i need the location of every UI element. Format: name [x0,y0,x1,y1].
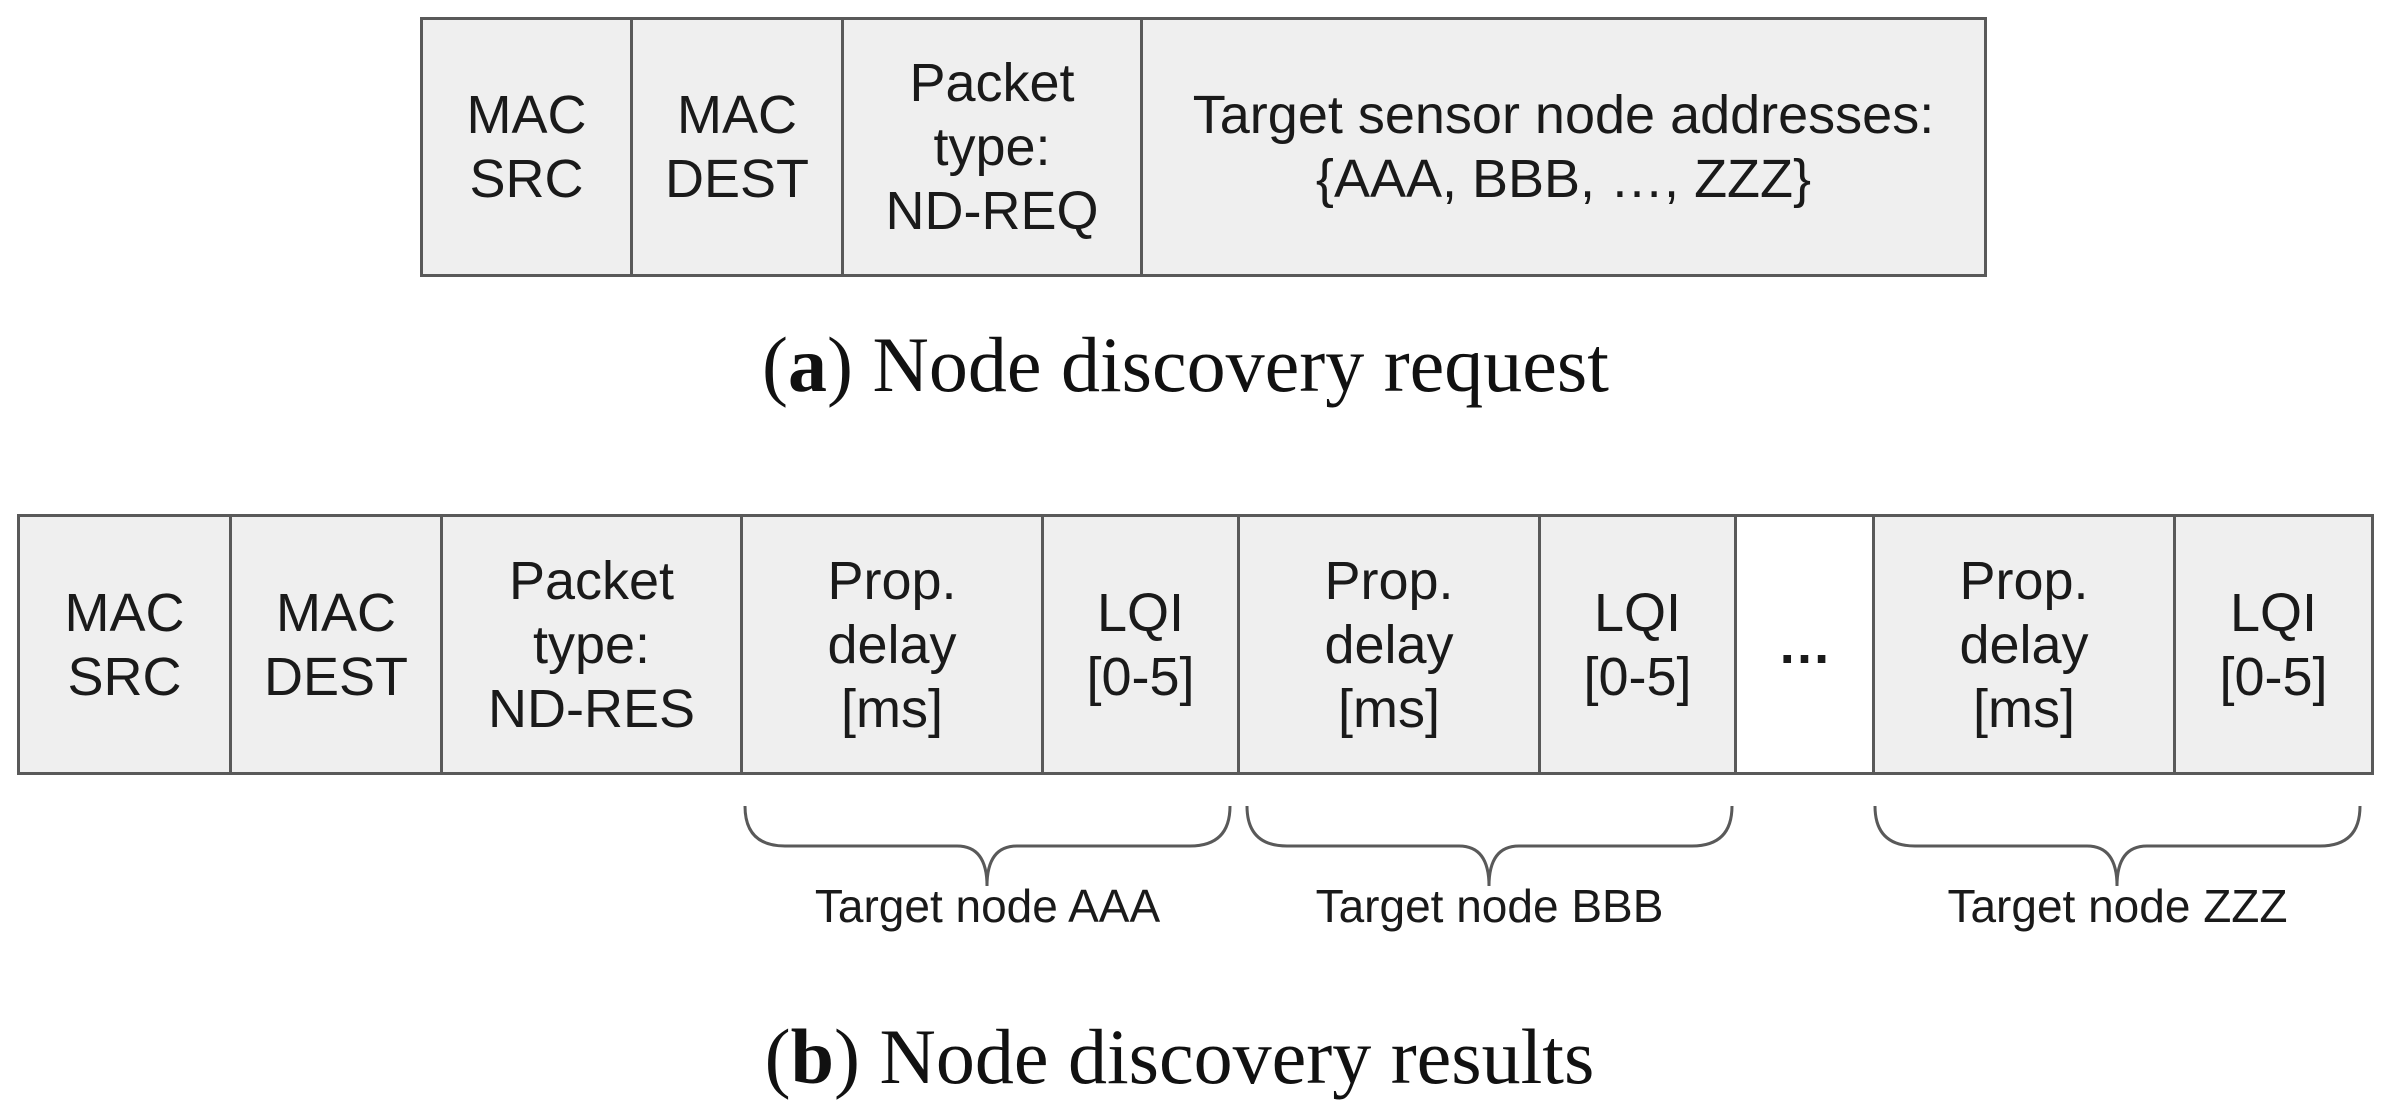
field-mac-src: MAC SRC [20,517,232,772]
caption-results-letter: b [790,1013,835,1100]
nd-request-frame: MAC SRC MAC DEST Packet type: ND-REQ Tar… [420,17,1987,277]
brace-target-zzz [1873,800,2362,895]
field-lqi-zzz: LQI [0-5] [2176,517,2371,772]
field-mac-src: MAC SRC [423,20,633,274]
field-lqi-bbb: LQI [0-5] [1541,517,1737,772]
nd-results-frame: MAC SRC MAC DEST Packet type: ND-RES Pro… [17,514,2374,775]
field-mac-dest: MAC DEST [232,517,443,772]
field-ellipsis: … [1737,517,1875,772]
field-packet-type: Packet type: ND-REQ [844,20,1143,274]
caption-request: (a) Node discovery request [762,321,1609,408]
caption-results-text: Node discovery results [879,1013,1595,1100]
caption-request-text: Node discovery request [872,321,1609,408]
caption-results: (b) Node discovery results [764,1013,1595,1100]
field-packet-type: Packet type: ND-RES [443,517,743,772]
field-mac-dest: MAC DEST [633,20,844,274]
field-prop-delay-zzz: Prop. delay [ms] [1875,517,2176,772]
brace-target-bbb [1245,800,1734,895]
field-lqi-aaa: LQI [0-5] [1044,517,1240,772]
label-target-zzz: Target node ZZZ [1947,880,2288,932]
brace-target-aaa [743,800,1232,895]
field-prop-delay-aaa: Prop. delay [ms] [743,517,1044,772]
caption-request-letter: a [788,321,828,408]
label-target-bbb: Target node BBB [1315,880,1664,932]
field-target-addresses: Target sensor node addresses: {AAA, BBB,… [1143,20,1984,274]
field-prop-delay-bbb: Prop. delay [ms] [1240,517,1541,772]
label-target-aaa: Target node AAA [814,880,1161,932]
